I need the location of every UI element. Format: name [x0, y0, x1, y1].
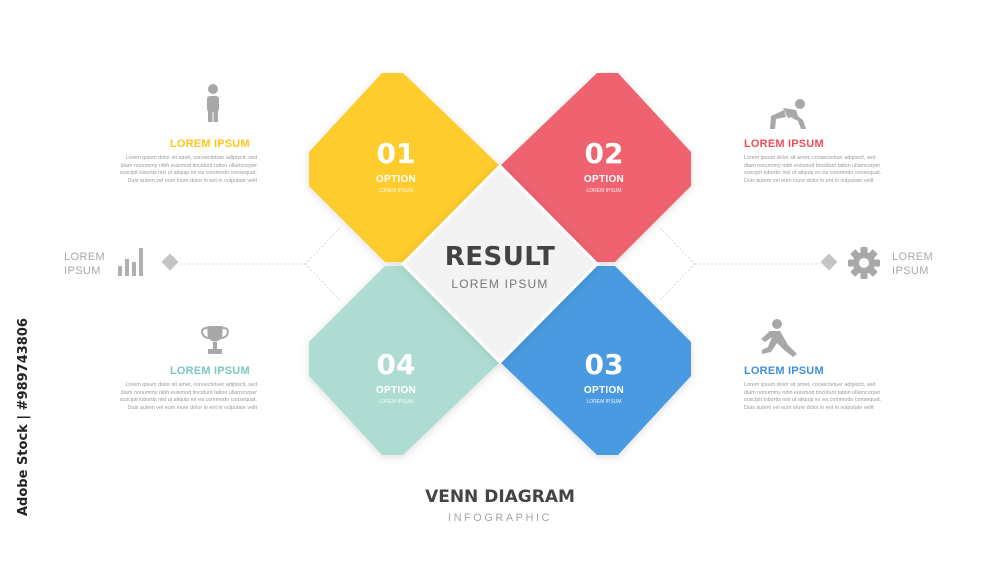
- petal-02-sub: LOREM IPSUM: [586, 188, 622, 194]
- left-side-label: LOREM IPSUM: [64, 250, 105, 278]
- petal-04-option: OPTION: [375, 385, 417, 396]
- item-01-title: LOREM IPSUM: [170, 138, 250, 150]
- stock-id-watermark: Adobe Stock | #989743806: [14, 318, 31, 520]
- item-01-desc: Lorem ipsum dolor sit amet, consectetuer…: [119, 155, 257, 184]
- person-running-icon: [761, 319, 797, 357]
- right-side-label-line2: IPSUM: [892, 265, 929, 277]
- item-02-desc: Lorem ipsum dolor sit amet, consectetuer…: [744, 155, 882, 184]
- petal-02-shape: [500, 73, 691, 262]
- petal-01-sub: LOREM IPSUM: [378, 188, 414, 194]
- stock-id-text: Adobe Stock | #989743806: [16, 318, 31, 516]
- right-side-label: LOREM IPSUM: [892, 250, 933, 278]
- center-title: RESULT: [444, 242, 556, 272]
- petal-01-option: OPTION: [375, 174, 417, 185]
- petal-03-sub: LOREM IPSUM: [586, 399, 622, 405]
- petal-04-shape: [309, 266, 500, 455]
- person-standing-icon: [207, 84, 219, 122]
- petal-01-number: 01: [376, 137, 416, 170]
- item-04-desc: Lorem ipsum dolor sit amet, consectetuer…: [119, 382, 257, 411]
- connector-lines: [180, 227, 820, 301]
- stock-number: #989743806: [16, 318, 31, 411]
- bar-chart-icon: [118, 248, 143, 276]
- petal-03-number: 03: [584, 348, 624, 381]
- item-03-desc: Lorem ipsum dolor sit amet, consectetuer…: [744, 382, 882, 411]
- petal-04-number: 04: [376, 348, 416, 381]
- right-side-label-line1: LOREM: [892, 251, 934, 263]
- petal-02-option: OPTION: [583, 174, 625, 185]
- petal-02-number: 02: [584, 137, 624, 170]
- petal-03-shape: [500, 266, 691, 455]
- petal-03-option: OPTION: [583, 385, 625, 396]
- item-02-title: LOREM IPSUM: [744, 138, 824, 150]
- footer-title: VENN DIAGRAM: [425, 487, 575, 507]
- center-subtitle: LOREM IPSUM: [451, 277, 549, 291]
- item-04-title: LOREM IPSUM: [170, 365, 250, 377]
- stock-brand: Adobe Stock: [16, 424, 31, 516]
- footer-subtitle: INFOGRAPHIC: [448, 512, 552, 524]
- right-diamond-marker: [820, 253, 838, 271]
- person-crawling-icon: [770, 99, 806, 129]
- left-side-label-line2: IPSUM: [64, 265, 101, 277]
- left-diamond-marker: [161, 253, 179, 271]
- petal-04-sub: LOREM IPSUM: [378, 399, 414, 405]
- petal-01-shape: [309, 73, 500, 262]
- left-side-label-line1: LOREM: [64, 251, 106, 263]
- gear-icon: [848, 247, 880, 279]
- item-03-title: LOREM IPSUM: [744, 365, 824, 377]
- center-diamond: [400, 163, 600, 365]
- trophy-icon: [201, 326, 229, 354]
